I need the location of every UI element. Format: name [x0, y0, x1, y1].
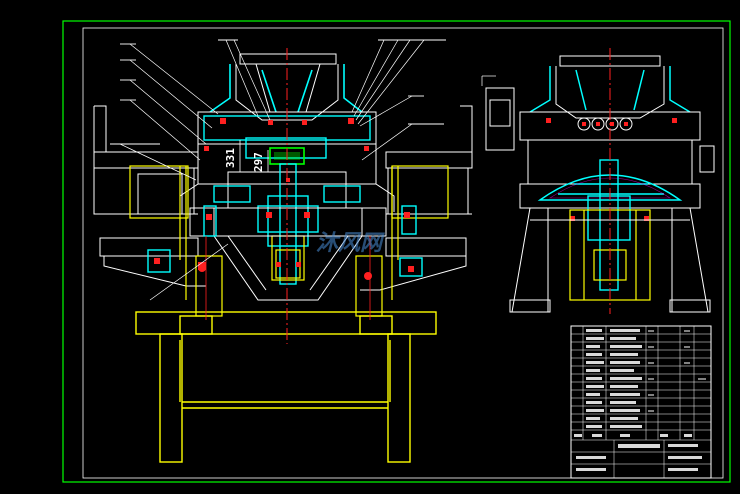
left-bracket-marks: [154, 214, 212, 272]
dimension-331: 331: [224, 148, 237, 168]
frame-right-leg: [387, 333, 411, 463]
bearing-housing: [271, 235, 305, 281]
title-block-grid: [571, 326, 711, 478]
side-dome-hatch: [549, 177, 671, 199]
side-view: [481, 48, 715, 314]
hopper-liner: [209, 64, 363, 113]
sheet-border-outer: [62, 20, 731, 483]
side-callouts: [481, 75, 496, 86]
left-pulley: [147, 205, 217, 273]
side-hopper-liner: [529, 66, 691, 113]
title-block-text-blocks: [574, 329, 702, 471]
discharge-cone: [189, 207, 387, 301]
sheet-border-inner: [82, 27, 724, 479]
left-motor-bracket: [93, 105, 206, 287]
bolt-marks-upper: [204, 118, 369, 151]
frame-top-beam: [135, 311, 437, 335]
main-front-view: 331 297: [93, 39, 473, 463]
side-rotor-circles: [577, 117, 633, 131]
side-impeller-dome: [537, 174, 683, 201]
title-block-frame: [570, 325, 712, 479]
watermark-text: 沐风网: [316, 231, 385, 256]
dimension-297: 297: [252, 152, 265, 172]
right-pulley: [399, 205, 423, 277]
side-bolt-marks: [546, 118, 677, 221]
title-block-col-marks: [648, 330, 706, 412]
frame-left-leg: [159, 333, 183, 463]
callout-leaders-left: [119, 39, 425, 301]
side-shaft: [587, 159, 631, 291]
main-shaft: [257, 163, 319, 285]
bearing-marks: [266, 178, 310, 267]
left-motor-frame: [129, 165, 223, 317]
title-block: [570, 325, 712, 479]
right-motor-frame: [355, 165, 449, 317]
callout-tick-marks: [110, 39, 446, 145]
support-frame: [135, 311, 437, 463]
right-motor-bracket: [360, 105, 473, 291]
